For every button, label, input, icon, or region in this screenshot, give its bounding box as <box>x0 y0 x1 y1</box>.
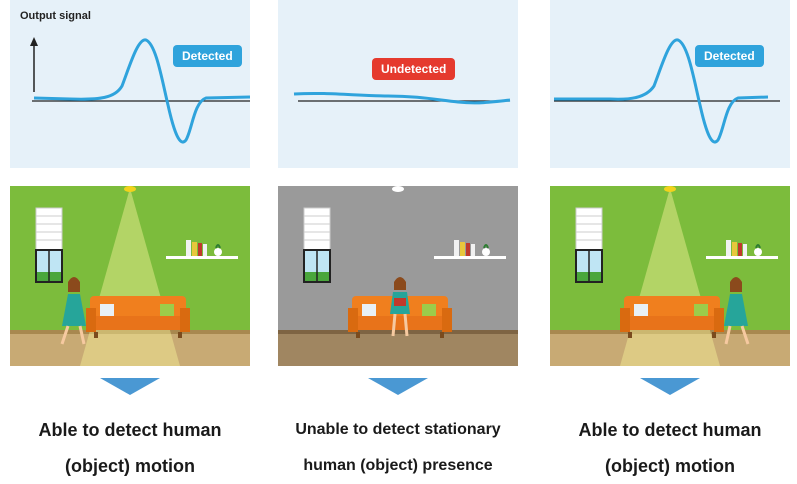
caption: Unable to detect stationary human (objec… <box>266 412 530 484</box>
ceiling-sensor-icon <box>124 186 136 192</box>
panel-stationary-undetected: Undetected <box>278 0 518 477</box>
caption: Able to detect human (object) motion <box>0 412 262 484</box>
panel-motion-detected-left: Output signal Detected <box>10 0 250 477</box>
walking-person-icon <box>60 277 86 345</box>
signal-plot <box>30 37 250 144</box>
down-arrow-icon <box>640 378 700 395</box>
status-badge: Detected <box>695 45 764 67</box>
shelf-icon <box>434 240 506 259</box>
shelf-icon <box>706 240 778 259</box>
caption-line-2: (object) motion <box>605 456 735 476</box>
axis-label: Output signal <box>20 10 91 22</box>
window-icon <box>35 207 63 283</box>
caption-line-1: Unable to detect stationary <box>295 421 501 438</box>
sofa-icon <box>620 296 724 338</box>
signal-chart: Detected <box>550 0 790 168</box>
signal-plot <box>554 38 780 144</box>
signal-chart: Undetected <box>278 0 518 168</box>
sofa-icon <box>86 296 190 338</box>
living-room-scene <box>550 186 790 366</box>
down-arrow-icon <box>368 378 428 395</box>
caption-line-1: Able to detect human <box>38 420 222 440</box>
caption: Able to detect human (object) motion <box>538 412 797 484</box>
y-axis-arrow-icon <box>30 37 38 46</box>
window-icon <box>575 207 603 283</box>
shelf-icon <box>166 240 238 259</box>
walking-person-icon <box>724 277 750 345</box>
signal-waveform <box>33 38 250 144</box>
window-icon <box>303 207 331 283</box>
down-arrow-icon <box>100 378 160 395</box>
panel-motion-detected-right: Detected <box>550 0 790 477</box>
ceiling-sensor-icon <box>664 186 676 192</box>
status-badge: Undetected <box>372 58 456 80</box>
living-room-scene <box>278 186 518 366</box>
signal-waveform <box>293 91 511 105</box>
signal-chart: Output signal Detected <box>10 0 250 168</box>
signal-waveform <box>554 38 769 144</box>
ceiling-sensor-icon <box>392 186 404 192</box>
signal-plot <box>293 91 511 105</box>
status-badge: Detected <box>173 45 242 67</box>
caption-line-2: (object) motion <box>65 456 195 476</box>
seated-person-reading-icon <box>390 277 410 337</box>
caption-line-2: human (object) presence <box>303 457 493 474</box>
living-room-scene <box>10 186 250 366</box>
caption-line-1: Able to detect human <box>578 420 762 440</box>
